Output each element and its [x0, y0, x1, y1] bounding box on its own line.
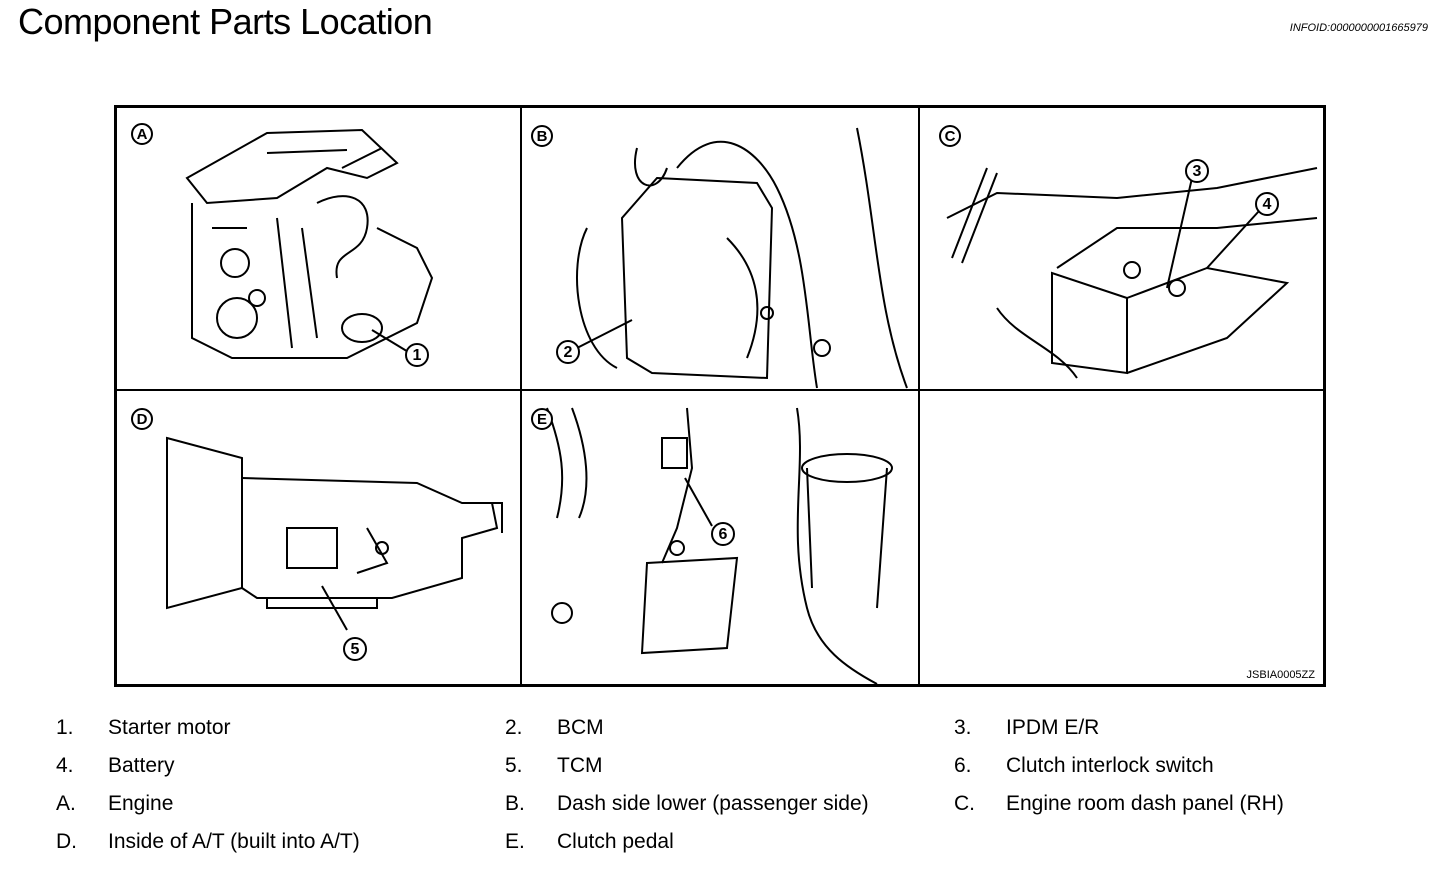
legend-number: A. — [56, 792, 76, 815]
legend-row: A. Engine B. Dash side lower (passenger … — [0, 792, 1456, 830]
legend-number: 2. — [505, 716, 523, 739]
ipdm-battery-illustration — [946, 167, 1318, 379]
legend-label: Dash side lower (passenger side) — [557, 792, 869, 815]
panel-label-b: B — [531, 125, 553, 147]
legend-label: TCM — [557, 754, 603, 777]
legend-number: 1. — [56, 716, 74, 739]
legend-row: 1. Starter motor 2. BCM 3. IPDM E/R — [0, 716, 1456, 754]
panel-label-a: A — [131, 123, 153, 145]
legend-label: Battery — [108, 754, 175, 777]
legend-row: D. Inside of A/T (built into A/T) E. Clu… — [0, 830, 1456, 868]
legend-label: Starter motor — [108, 716, 231, 739]
legend-label: Clutch interlock switch — [1006, 754, 1214, 777]
legend-number: B. — [505, 792, 525, 815]
legend-label: Engine room dash panel (RH) — [1006, 792, 1284, 815]
legend-number: C. — [954, 792, 975, 815]
figure-code: JSBIA0005ZZ — [1246, 669, 1315, 681]
transmission-illustration — [166, 436, 503, 631]
callout-6: 6 — [711, 522, 735, 546]
legend-label: Engine — [108, 792, 174, 815]
info-id: INFOID:0000000001665979 — [1289, 22, 1428, 34]
legend-label: Inside of A/T (built into A/T) — [108, 830, 360, 853]
legend-number: 5. — [505, 754, 523, 777]
callout-2: 2 — [556, 340, 580, 364]
callout-4: 4 — [1255, 192, 1279, 216]
legend-label: IPDM E/R — [1006, 716, 1100, 739]
legend-row: 4. Battery 5. TCM 6. Clutch interlock sw… — [0, 754, 1456, 792]
callout-5: 5 — [343, 637, 367, 661]
legend-number: 3. — [954, 716, 972, 739]
panel-label-e: E — [531, 408, 553, 430]
callout-1: 1 — [405, 343, 429, 367]
legend-label: BCM — [557, 716, 604, 739]
clutch-pedal-illustration — [546, 407, 893, 684]
legend-number: 4. — [56, 754, 74, 777]
panel-label-d: D — [131, 408, 153, 430]
legend-number: E. — [505, 830, 525, 853]
parts-legend: 1. Starter motor 2. BCM 3. IPDM E/R 4. B… — [0, 716, 1456, 868]
callout-3: 3 — [1185, 159, 1209, 183]
legend-number: 6. — [954, 754, 972, 777]
component-location-figure: A B C D E 1 2 3 4 5 6 JSBIA0005ZZ — [114, 105, 1326, 687]
legend-label: Clutch pedal — [557, 830, 674, 853]
panel-label-c: C — [939, 125, 961, 147]
page-title: Component Parts Location — [18, 1, 433, 42]
figure-illustration — [117, 108, 1323, 684]
engine-illustration — [185, 128, 434, 359]
bcm-illustration — [576, 127, 908, 389]
legend-number: D. — [56, 830, 77, 853]
